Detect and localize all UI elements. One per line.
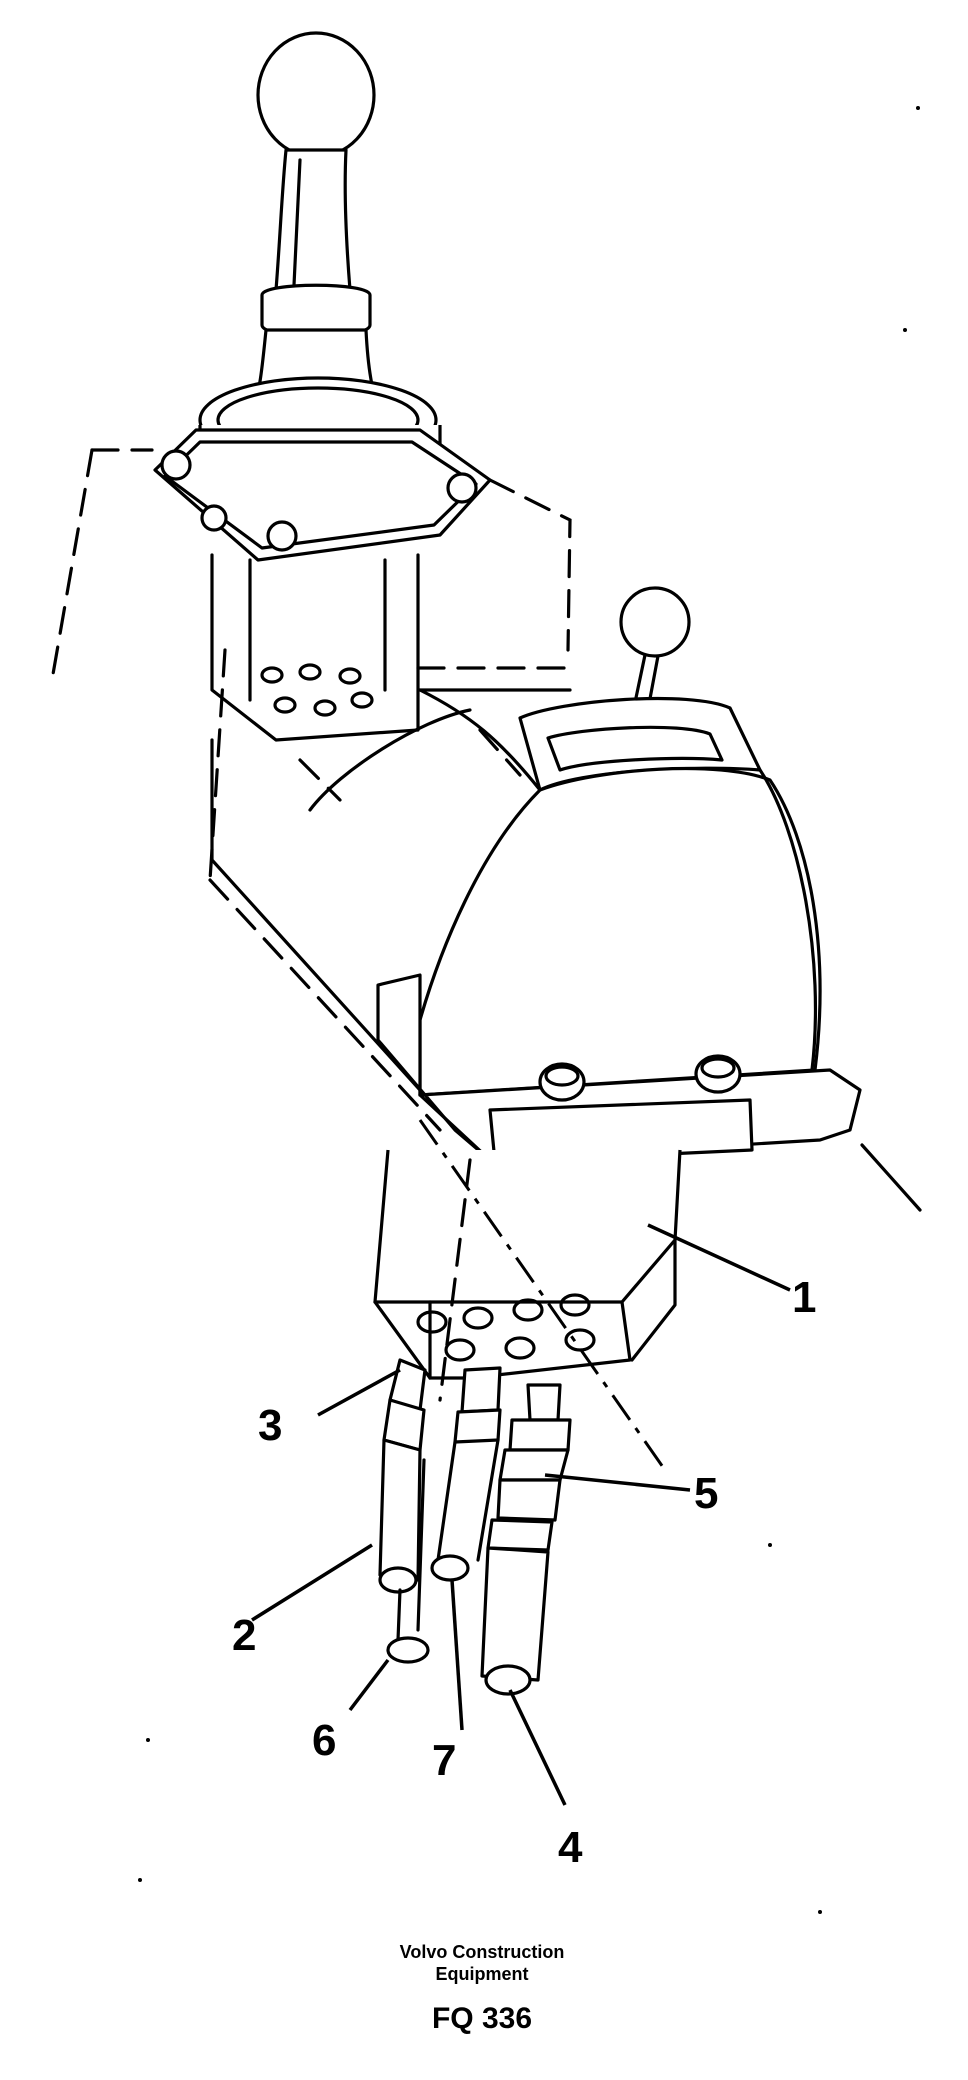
brand-line-2: Equipment [436, 1964, 529, 1984]
callout-2: 2 [232, 1611, 256, 1660]
hydraulic-hoses [378, 1358, 572, 1696]
callout-7: 7 [432, 1736, 456, 1785]
callout-6: 6 [312, 1716, 336, 1765]
callout-4: 4 [558, 1823, 583, 1872]
mounting-frame-outline [50, 448, 572, 1132]
scan-speckles [138, 106, 920, 1914]
figure-code: FQ 336 [432, 2002, 532, 2035]
brand-line-1: Volvo Construction [400, 1942, 565, 1962]
callout-1: 1 [792, 1273, 816, 1322]
control-valve-body [210, 586, 922, 1471]
joystick-assembly [153, 31, 492, 742]
callout-3: 3 [258, 1401, 282, 1450]
callout-leaders [251, 1223, 791, 1806]
callout-5: 5 [694, 1469, 718, 1518]
